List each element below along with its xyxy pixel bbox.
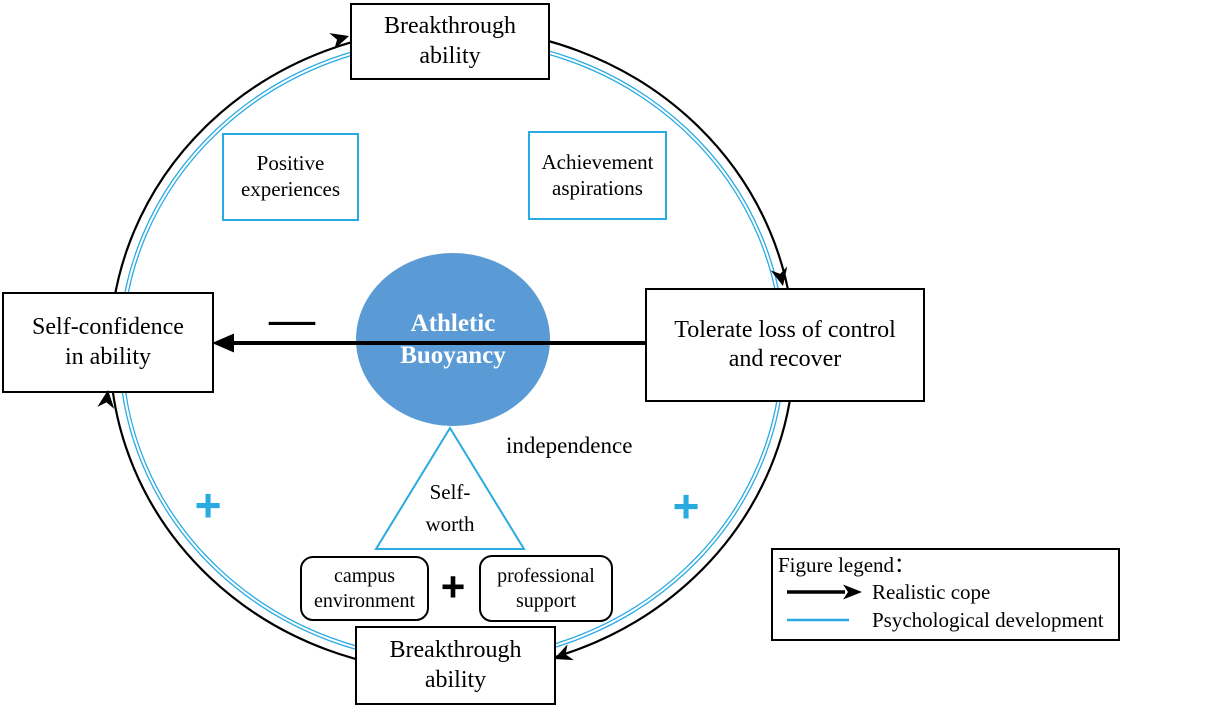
bottom-box-line2: ability — [424, 666, 487, 693]
bottom-box-breakthrough-ability: Breakthrough ability — [355, 626, 556, 705]
triangle-line1: Self- — [429, 480, 471, 504]
achievement-box-line1: Achievement — [541, 149, 654, 174]
campus-environment-box: campus environment — [300, 556, 429, 621]
athletic-buoyancy-ellipse: Athletic Buoyancy — [356, 253, 550, 426]
positive-box-line1: Positive — [256, 151, 325, 176]
minus-sign: — — [269, 293, 315, 344]
left-box-line1: Self-confidence — [32, 314, 184, 341]
arc-arrowhead-top-icon — [329, 33, 349, 50]
professional-support-box: professional support — [479, 555, 613, 622]
positive-box-line2: experiences — [240, 177, 341, 201]
left-box-line2: in ability — [65, 343, 151, 370]
legend-row-psych-development: Psychological development — [785, 606, 1118, 634]
campus-box-line2: environment — [313, 589, 416, 612]
legend-blue-line-icon — [787, 618, 849, 622]
horizontal-arrow-head-icon — [212, 333, 234, 353]
independence-label: independence — [506, 433, 633, 458]
tolerate-loss-box: Tolerate loss of control and recover — [645, 288, 925, 402]
professional-box-line1: professional — [497, 564, 595, 587]
figure-legend: Figure legend： Realistic cope Psychologi… — [771, 548, 1120, 641]
achievement-box-line2: aspirations — [552, 175, 643, 200]
right-box-line2: and recover — [728, 346, 842, 372]
top-box-line1: Breakthrough — [384, 13, 516, 40]
top-box-line2: ability — [419, 42, 481, 69]
professional-box-line2: support — [516, 589, 576, 612]
right-box-line1: Tolerate loss of control — [674, 316, 896, 343]
self-confidence-box: Self-confidence in ability — [2, 292, 214, 393]
arc-arrowhead-right-icon — [770, 266, 788, 286]
triangle-label: Self- worth — [385, 477, 515, 540]
legend-title: Figure legend： — [778, 553, 916, 577]
ellipse-line2: Buoyancy — [400, 341, 506, 369]
positive-experiences-box: Positive experiences — [222, 133, 359, 221]
plus-sign-center: + — [440, 563, 466, 610]
plus-sign-left: + — [194, 479, 222, 531]
legend-row-realistic-cope: Realistic cope — [785, 578, 1118, 606]
legend-label-psych-development: Psychological development — [872, 607, 1104, 632]
legend-black-arrow-icon — [787, 584, 862, 600]
ellipse-line1: Athletic — [410, 310, 496, 338]
bottom-box-line1: Breakthrough — [389, 637, 522, 664]
legend-label-realistic-cope: Realistic cope — [872, 579, 991, 604]
triangle-line2: worth — [425, 511, 475, 536]
achievement-aspirations-box: Achievement aspirations — [528, 131, 667, 220]
top-box-breakthrough-ability: Breakthrough ability — [350, 3, 550, 80]
campus-box-line1: campus — [333, 564, 396, 587]
plus-sign-right: + — [672, 480, 700, 532]
